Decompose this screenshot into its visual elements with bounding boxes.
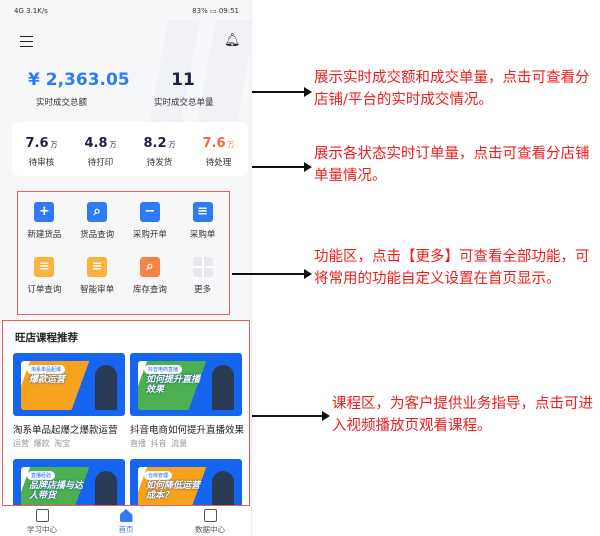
- nav-label: 数据中心: [195, 525, 225, 534]
- nav-home[interactable]: 首页: [84, 506, 168, 536]
- plus-icon: +: [34, 202, 55, 222]
- function-shopping-bag[interactable]: − 采购开单: [124, 198, 177, 253]
- lecturer-photo: [95, 365, 117, 410]
- lecturer-photo: [95, 471, 117, 505]
- function-search[interactable]: ⌕ 货品查询: [71, 198, 124, 253]
- function-grid[interactable]: 更多: [176, 253, 229, 308]
- course-badge: 淘系单品起爆: [27, 365, 66, 374]
- course-banner-text: 爆款运营: [29, 375, 66, 385]
- course-badge: 仓库管理: [144, 471, 173, 480]
- annotation-functions: 功能区，点击【更多】可查看全部功能，可将常用的功能自定义设置在首页显示。: [314, 249, 590, 287]
- book-icon: [35, 509, 49, 522]
- search-icon: ⌕: [87, 202, 108, 222]
- lecturer-photo: [212, 471, 234, 505]
- function-label: 更多: [194, 285, 212, 295]
- function-warehouse[interactable]: ⌕ 库存查询: [124, 253, 177, 308]
- annotation-arrow: [252, 87, 312, 97]
- annotation-arrow: [252, 411, 330, 421]
- function-document[interactable]: ≡ 采购单: [176, 198, 229, 253]
- bell-icon[interactable]: 🔔︎: [224, 33, 241, 48]
- function-label: 货品查询: [80, 230, 115, 240]
- stat-value: 7.6: [202, 136, 226, 151]
- battery-level: 83%: [192, 7, 208, 15]
- course-banner-text: 品牌店播与达人带货: [29, 481, 84, 501]
- course-title[interactable]: 淘系单品起爆之爆款运营: [13, 425, 118, 436]
- function-label: 库存查询: [132, 285, 167, 295]
- stat-label: 待打印: [87, 158, 114, 168]
- stat-label: 待审核: [28, 158, 55, 168]
- stat-value: 4.8: [84, 136, 108, 151]
- annotation-summary: 展示实时成交额和成交单量，点击可查看分店铺/平台的实时成交情况。: [314, 70, 590, 108]
- stat-unit: 万: [227, 141, 235, 149]
- course-thumbnail[interactable]: 直播经验品牌店播与达人带货: [13, 459, 125, 505]
- stat-unit: 万: [168, 141, 176, 149]
- function-label: 智能审单: [80, 285, 115, 295]
- total-order-count[interactable]: 11: [171, 70, 195, 90]
- menu-icon[interactable]: [20, 36, 33, 47]
- course-title[interactable]: 抖音电商如何提升直播效果: [130, 425, 244, 436]
- nav-chart[interactable]: 数据中心: [168, 506, 251, 536]
- course-banner-text: 如何降低运营成本？: [146, 481, 201, 501]
- nav-label: 首页: [118, 525, 134, 534]
- function-label: 新建货品: [27, 230, 62, 240]
- course-area: 旺店课程推荐 淘系单品起爆爆款运营淘系单品起爆之爆款运营运营 爆款 淘宝 抖音电商…: [2, 320, 250, 506]
- nav-label: 学习中心: [27, 525, 57, 534]
- signal-status: 4G 3.1K/s: [14, 7, 48, 15]
- function-monitor[interactable]: ≡ 智能审单: [71, 253, 124, 308]
- function-label: 订单查询: [27, 285, 62, 295]
- phone-screen: 4G 3.1K/s 83% ▭ 09:51 🔔︎ ¥ 2,363.05 实时成交…: [0, 0, 252, 536]
- document-icon: ≡: [192, 202, 213, 222]
- status-bar: 4G 3.1K/s 83% ▭ 09:51: [14, 7, 239, 15]
- annotation-arrow: [232, 269, 312, 279]
- background-watermark: [120, 20, 251, 130]
- stat-unit: 万: [50, 141, 58, 149]
- function-label: 采购单: [189, 230, 216, 240]
- course-badge: 直播经验: [27, 471, 56, 480]
- annotation-stats: 展示各状态实时订单量，点击可查看分店铺单量情况。: [314, 146, 590, 184]
- course-thumbnail[interactable]: 抖音电商直播如何提升直播效果: [130, 353, 242, 416]
- chart-icon: [203, 509, 217, 522]
- course-banner-text: 如何提升直播效果: [146, 375, 201, 395]
- total-order-count-label: 实时成交总单量: [154, 98, 214, 108]
- annotation-courses: 课程区，为客户提供业务指导，点击可进入视频播放页观看课程。: [332, 396, 593, 434]
- clock: 09:51: [218, 7, 239, 15]
- stat-unit: 万: [109, 141, 117, 149]
- nav-book[interactable]: 学习中心: [0, 506, 84, 536]
- warehouse-icon: ⌕: [139, 257, 160, 277]
- course-tags: 运营 爆款 淘宝: [13, 439, 71, 448]
- stat-label: 待发货: [146, 158, 173, 168]
- course-thumbnail[interactable]: 淘系单品起爆爆款运营: [13, 353, 125, 416]
- grid-icon: [192, 257, 213, 277]
- function-order-search[interactable]: ≡ 订单查询: [18, 253, 71, 308]
- function-area: + 新建货品 ⌕ 货品查询 − 采购开单 ≡ 采购单 ≡ 订单查询 ≡ 智能审单 ⌕ 库存查询 更多: [17, 191, 230, 315]
- course-badge: 抖音电商直播: [144, 365, 183, 374]
- course-thumbnail[interactable]: 仓库管理如何降低运营成本？: [130, 459, 242, 505]
- monitor-icon: ≡: [87, 257, 108, 277]
- stat-value: 8.2: [143, 136, 167, 151]
- course-section-title: 旺店课程推荐: [15, 332, 78, 344]
- stat-label: 待处理: [205, 158, 232, 168]
- annotation-arrow: [252, 162, 312, 172]
- function-label: 采购开单: [132, 230, 167, 240]
- function-plus[interactable]: + 新建货品: [18, 198, 71, 253]
- lecturer-photo: [212, 365, 234, 410]
- total-amount[interactable]: ¥ 2,363.05: [28, 70, 130, 90]
- shopping-bag-icon: −: [139, 202, 160, 222]
- stat-value: 7.6: [25, 136, 49, 151]
- order-search-icon: ≡: [34, 257, 55, 277]
- total-amount-label: 实时成交总额: [36, 98, 88, 108]
- bottom-nav: 学习中心 首页 数据中心: [0, 506, 251, 536]
- home-icon: [119, 509, 133, 522]
- course-tags: 直播 抖音 流量: [130, 439, 188, 448]
